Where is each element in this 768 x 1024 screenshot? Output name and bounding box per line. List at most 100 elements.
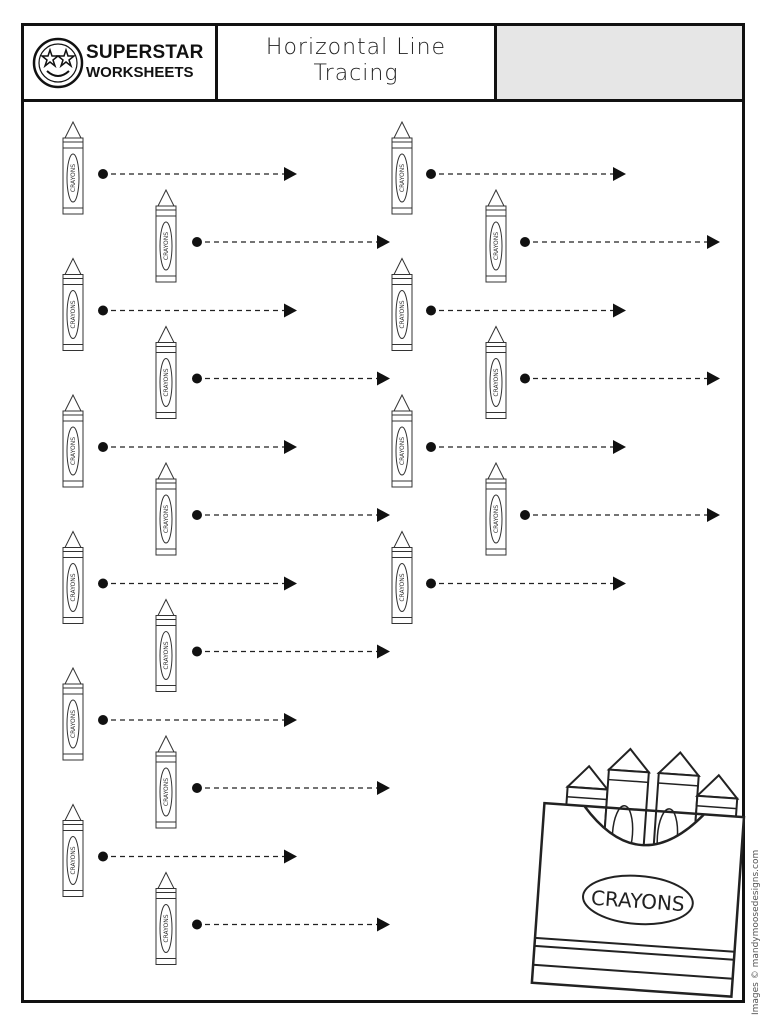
name-box[interactable] bbox=[497, 26, 742, 99]
crayon-icon: CRAYONS bbox=[155, 734, 177, 829]
crayon-label: CRAYONS bbox=[493, 232, 500, 260]
crayon-label: CRAYONS bbox=[493, 368, 500, 396]
crayon-label: CRAYONS bbox=[70, 710, 77, 738]
start-dot bbox=[426, 442, 436, 452]
start-dot bbox=[426, 169, 436, 179]
crayon-label: CRAYONS bbox=[70, 164, 77, 192]
crayon-icon: CRAYONS bbox=[391, 257, 413, 351]
arrow-head bbox=[377, 371, 390, 386]
tracing-line[interactable] bbox=[98, 849, 297, 864]
crayon-icon: CRAYONS bbox=[155, 188, 177, 283]
tracing-line[interactable] bbox=[520, 235, 720, 249]
brand-name-line2: WORKSHEETS bbox=[86, 64, 194, 81]
crayon-label: CRAYONS bbox=[163, 368, 170, 396]
tracing-line[interactable] bbox=[192, 917, 390, 932]
crayon-icon: CRAYONS bbox=[62, 257, 84, 351]
crayon-icon: CRAYONS bbox=[391, 393, 413, 488]
start-dot bbox=[98, 851, 108, 862]
tracing-line[interactable] bbox=[192, 508, 390, 522]
crayon-label: CRAYONS bbox=[163, 778, 170, 806]
crayon-label: CRAYONS bbox=[163, 232, 170, 260]
crayon-icon: CRAYONS bbox=[155, 871, 177, 965]
crayon-icon: CRAYONS bbox=[391, 530, 413, 624]
worksheet-title-line1: Horizontal Line bbox=[265, 35, 447, 60]
crayon-icon: CRAYONS bbox=[62, 666, 84, 761]
crayon-icon: CRAYONS bbox=[62, 393, 84, 488]
tracing-line[interactable] bbox=[192, 371, 390, 386]
start-dot bbox=[192, 783, 202, 793]
arrow-head bbox=[613, 440, 626, 454]
crayon-label: CRAYONS bbox=[399, 300, 406, 328]
arrow-head bbox=[284, 303, 297, 318]
title-cell: Horizontal Line Tracing bbox=[218, 26, 497, 99]
tracing-line[interactable] bbox=[98, 303, 297, 318]
start-dot bbox=[192, 373, 202, 384]
arrow-head bbox=[377, 644, 390, 659]
worksheet-title-line2: Tracing bbox=[313, 61, 399, 86]
crayon-icon: CRAYONS bbox=[485, 325, 507, 419]
start-dot bbox=[192, 510, 202, 520]
arrow-head bbox=[284, 167, 297, 181]
star-face-logo-icon bbox=[32, 37, 84, 89]
crayon-icon: CRAYONS bbox=[155, 598, 177, 692]
crayon-label: CRAYONS bbox=[493, 505, 500, 533]
arrow-head bbox=[613, 167, 626, 181]
arrow-head bbox=[377, 508, 390, 522]
brand-name-line1: SUPERSTAR bbox=[86, 42, 204, 63]
crayon-icon: CRAYONS bbox=[155, 325, 177, 419]
arrow-head bbox=[284, 440, 297, 454]
start-dot bbox=[520, 373, 530, 384]
tracing-line[interactable] bbox=[426, 167, 626, 181]
crayon-icon: CRAYONS bbox=[62, 803, 84, 897]
arrow-head bbox=[284, 849, 297, 864]
arrow-head bbox=[707, 371, 720, 386]
tracing-line[interactable] bbox=[520, 508, 720, 522]
start-dot bbox=[98, 305, 108, 316]
tracing-line[interactable] bbox=[192, 644, 390, 659]
start-dot bbox=[98, 715, 108, 725]
tracing-line[interactable] bbox=[98, 576, 297, 591]
arrow-head bbox=[377, 917, 390, 932]
crayon-label: CRAYONS bbox=[70, 437, 77, 465]
start-dot bbox=[192, 237, 202, 247]
worksheet-header: SUPERSTAR WORKSHEETS Horizontal Line Tra… bbox=[24, 26, 742, 102]
tracing-line[interactable] bbox=[192, 235, 390, 249]
crayon-label: CRAYONS bbox=[163, 914, 170, 942]
start-dot bbox=[98, 169, 108, 179]
logo-cell: SUPERSTAR WORKSHEETS bbox=[24, 26, 218, 99]
worksheet-frame: SUPERSTAR WORKSHEETS Horizontal Line Tra… bbox=[21, 23, 745, 1003]
start-dot bbox=[520, 237, 530, 247]
crayon-label: CRAYONS bbox=[70, 846, 77, 874]
arrow-head bbox=[377, 235, 390, 249]
tracing-line[interactable] bbox=[192, 781, 390, 795]
crayon-label: CRAYONS bbox=[399, 573, 406, 601]
crayon-icon: CRAYONS bbox=[485, 188, 507, 283]
tracing-line[interactable] bbox=[520, 371, 720, 386]
tracing-line[interactable] bbox=[98, 713, 297, 727]
arrow-head bbox=[284, 576, 297, 591]
start-dot bbox=[426, 305, 436, 316]
crayon-icon: CRAYONS bbox=[485, 461, 507, 556]
arrow-head bbox=[707, 508, 720, 522]
arrow-head bbox=[377, 781, 390, 795]
crayon-icon: CRAYONS bbox=[391, 120, 413, 215]
crayon-label: CRAYONS bbox=[163, 641, 170, 669]
start-dot bbox=[98, 578, 108, 589]
crayon-label: CRAYONS bbox=[399, 164, 406, 192]
tracing-line[interactable] bbox=[98, 440, 297, 454]
crayon-label: CRAYONS bbox=[70, 573, 77, 601]
tracing-line[interactable] bbox=[426, 303, 626, 318]
crayon-icon: CRAYONS bbox=[62, 530, 84, 624]
arrow-head bbox=[613, 576, 626, 591]
tracing-line[interactable] bbox=[426, 576, 626, 591]
arrow-head bbox=[613, 303, 626, 318]
start-dot bbox=[192, 919, 202, 930]
tracing-line[interactable] bbox=[98, 167, 297, 181]
arrow-head bbox=[284, 713, 297, 727]
tracing-line[interactable] bbox=[426, 440, 626, 454]
start-dot bbox=[426, 578, 436, 589]
image-credit: Images © mandymoosedesigns.com bbox=[751, 849, 761, 1015]
crayon-icon: CRAYONS bbox=[155, 461, 177, 556]
start-dot bbox=[520, 510, 530, 520]
